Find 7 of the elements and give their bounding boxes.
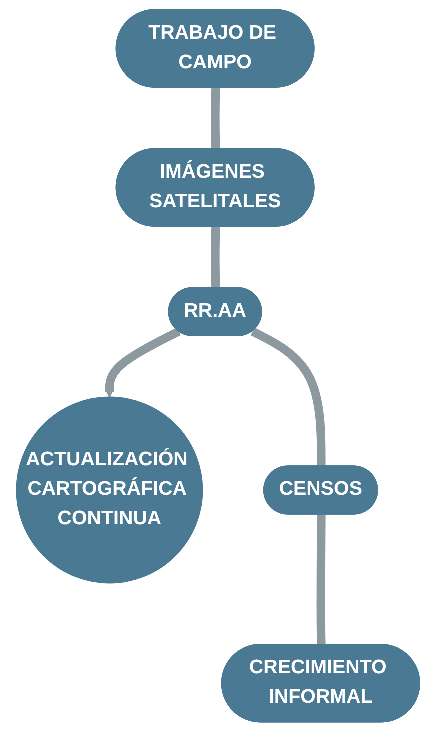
connector (211, 88, 220, 150)
connector (211, 226, 220, 289)
arrow (104, 328, 182, 398)
node-circle (16, 396, 204, 584)
connector (317, 514, 326, 646)
flowchart-diagram: TRABAJO DE CAMPO IMÁGENES SATELITALES RR.AA ACTUALIZACIÓN CARTOGRÁFICA CONTINUA CENSOS CRECIMIENTO INFORMAL (7, 0, 430, 732)
connector (251, 328, 326, 467)
